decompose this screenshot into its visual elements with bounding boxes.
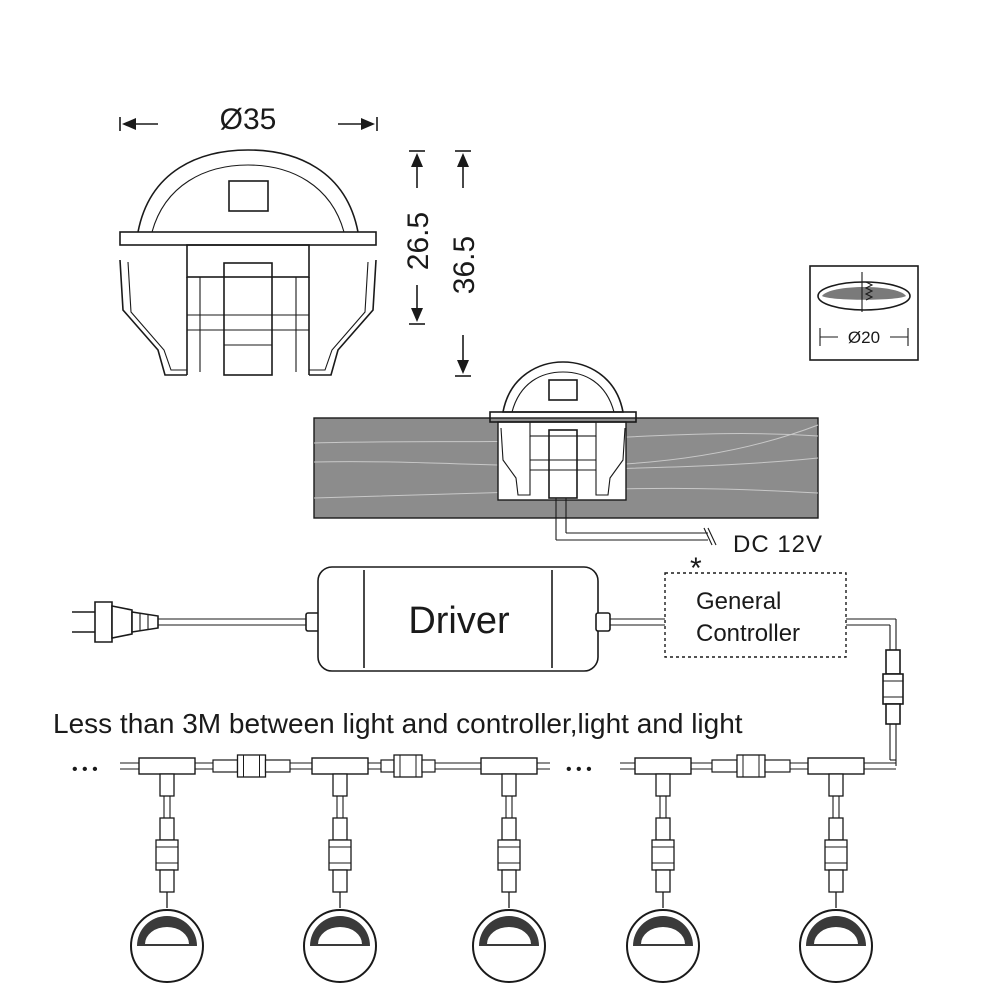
connector-icon (824, 839, 848, 871)
connector-icon (332, 869, 348, 893)
lamp-opening (814, 927, 858, 944)
t-junction-icon (138, 757, 196, 775)
connector-icon (421, 759, 436, 773)
connector-icon (711, 759, 738, 773)
lamp-dimension-drawing: Ø35 26.5 (119, 103, 481, 377)
connector-icon (159, 869, 175, 893)
connector-icon (497, 839, 521, 871)
connector-icon (764, 759, 791, 773)
connector-icon (501, 817, 517, 841)
driver-box: Driver (317, 566, 599, 672)
lamp-opening (318, 927, 362, 944)
t-junction-icon (655, 773, 671, 797)
installation-view: DC 12V * (313, 361, 823, 585)
t-junction-icon (311, 757, 369, 775)
t-junction-icon (480, 757, 538, 775)
connector-icon (159, 817, 175, 841)
height-short-dimension: 26.5 (402, 150, 435, 325)
connector-icon (655, 817, 671, 841)
connector-icon (155, 839, 179, 871)
voltage-label: DC 12V (733, 531, 823, 558)
power-chain: Driver General Controller (72, 566, 904, 766)
t-junction-icon (332, 773, 348, 797)
lamp-opening (641, 927, 685, 944)
hole-diameter-label: Ø20 (848, 328, 880, 347)
connector-icon (501, 869, 517, 893)
connector-icon (212, 759, 239, 773)
t-junction-icon (828, 773, 844, 797)
connector-icon (328, 839, 352, 871)
controller-line2: Controller (696, 620, 800, 647)
connector-icon (736, 754, 766, 778)
t-junction-icon (807, 757, 865, 775)
driver-label: Driver (408, 600, 510, 642)
ellipsis-middle: • • • (566, 761, 592, 778)
drill-hole-icon: Ø20 (809, 265, 919, 361)
diameter-dimension: Ø35 (119, 103, 378, 136)
height-long-dimension: 36.5 (448, 150, 481, 377)
height-long-label: 36.5 (448, 236, 481, 294)
height-short-label: 26.5 (402, 212, 435, 270)
connector-icon (655, 869, 671, 893)
connector-icon (236, 754, 267, 778)
connector-icon (828, 817, 844, 841)
lamp-opening (145, 927, 189, 944)
connector-icon (393, 754, 423, 778)
connector-icon (264, 759, 291, 773)
distance-note: Less than 3M between light and controlle… (53, 708, 743, 739)
connector-icon (882, 649, 904, 725)
t-junction-icon (634, 757, 692, 775)
ellipsis-left: • • • (72, 761, 98, 778)
connector-icon (380, 759, 395, 773)
t-junction-icon (159, 773, 175, 797)
t-junction-icon (501, 773, 517, 797)
connector-icon (332, 817, 348, 841)
general-controller: General Controller (664, 572, 847, 658)
controller-line1: General (696, 588, 781, 615)
lamp-opening (487, 927, 531, 944)
power-plug-icon (72, 601, 159, 643)
connector-icon (828, 869, 844, 893)
connector-icon (651, 839, 675, 871)
light-string: • • • • • • (72, 754, 896, 983)
diameter-label: Ø35 (220, 103, 277, 136)
